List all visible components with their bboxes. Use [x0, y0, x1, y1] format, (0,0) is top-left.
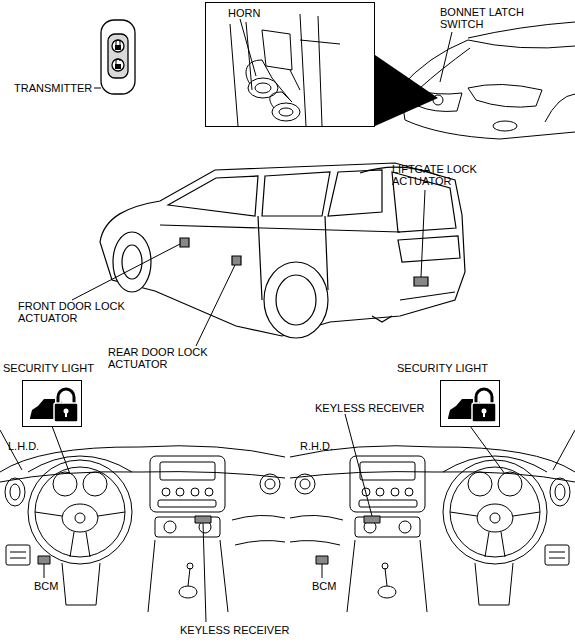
leader-line — [44, 564, 45, 578]
vehicle-drawing — [328, 170, 382, 216]
part-label: LIFTGATE LOCK ACTUATOR — [392, 163, 482, 187]
vehicle-drawing — [180, 238, 189, 247]
transmitter-drawing — [108, 34, 128, 78]
node-label: HORN — [228, 7, 260, 19]
vehicle-drawing — [398, 236, 460, 262]
car-front-drawing — [400, 22, 575, 139]
vehicle-drawing — [276, 275, 316, 325]
transmitter-drawing — [94, 88, 101, 89]
horn-drawing — [279, 108, 293, 116]
bcm-unit — [38, 556, 50, 564]
horn-drawing — [255, 83, 271, 93]
vehicle-drawing — [168, 176, 258, 216]
horn-drawing — [272, 103, 300, 121]
car-front-drawing — [414, 90, 462, 111]
horn-drawing — [270, 92, 292, 108]
vehicle-drawing — [100, 163, 465, 338]
car-front-drawing — [468, 22, 575, 38]
node-label: SECURITY LIGHT — [397, 362, 488, 374]
car-front-drawing — [545, 94, 575, 122]
horn-drawing — [248, 78, 278, 98]
leader-line — [44, 414, 505, 622]
bcm-unit — [316, 556, 328, 564]
car-front-drawing — [400, 40, 468, 88]
leader-line — [72, 190, 425, 346]
node-label: SECURITY LIGHT — [3, 362, 94, 374]
horn-drawing — [262, 30, 292, 70]
leader-line — [322, 564, 323, 578]
part-label: FRONT DOOR LOCK ACTUATOR — [18, 300, 136, 324]
car-front-drawing — [468, 40, 575, 48]
variant-label: L.H.D. — [8, 440, 39, 452]
rhd-dashboard — [290, 430, 575, 612]
leader-line — [203, 523, 206, 622]
transmitter-drawing — [116, 40, 120, 45]
part-label: TRANSMITTER — [14, 82, 92, 94]
horn-drawing — [230, 14, 340, 126]
indicator-inset: SECURITY LIGHT — [22, 380, 82, 427]
vehicle-drawing — [122, 245, 142, 279]
car-front-drawing — [400, 88, 575, 139]
leader-line — [52, 426, 70, 474]
part-label: BONNET LATCH SWITCH — [440, 6, 532, 30]
horn-drawing — [300, 14, 340, 126]
part-label: KEYLESS RECEIVER — [315, 402, 424, 414]
vehicle-drawing — [160, 225, 400, 232]
vehicle-drawing — [232, 256, 241, 265]
leader-line — [345, 414, 372, 516]
leader-line — [196, 265, 235, 346]
transmitter-drawing — [116, 59, 120, 64]
horn-drawing — [240, 19, 256, 76]
transmitter-drawing — [94, 20, 135, 94]
car-front-drawing — [440, 32, 452, 82]
vehicle-drawing — [414, 277, 428, 286]
lhd-dashboard — [0, 430, 285, 612]
part-label: BCM — [34, 580, 58, 592]
car-front-drawing — [433, 95, 443, 105]
transmitter-drawing — [101, 20, 135, 94]
car-front-drawing — [468, 84, 542, 107]
part-label: BCM — [312, 580, 336, 592]
vehicle-drawing — [372, 292, 455, 322]
vehicle-drawing — [262, 172, 330, 216]
transmitter-drawing — [112, 59, 124, 71]
security-light-icon — [448, 389, 496, 422]
indicator-inset: SECURITY LIGHT — [440, 380, 500, 427]
horn-drawing — [272, 70, 300, 100]
zoom-wedge — [375, 55, 438, 126]
part-label: REAR DOOR LOCK ACTUATOR — [108, 346, 228, 370]
transmitter-drawing — [115, 45, 121, 50]
bcm-unit — [38, 556, 328, 564]
transmitter-drawing — [112, 40, 124, 52]
part-label: KEYLESS RECEIVER — [180, 624, 289, 636]
inset-box: HORN — [205, 2, 375, 127]
horn-drawing — [246, 60, 272, 84]
leader-line — [421, 190, 425, 277]
leader-line — [72, 244, 180, 300]
car-front-drawing — [493, 121, 517, 131]
horn-drawing — [230, 22, 252, 126]
security-light-icon — [30, 389, 78, 422]
transmitter-drawing — [115, 64, 121, 69]
variant-label: R.H.D. — [300, 440, 333, 452]
car-front-drawing — [420, 48, 470, 88]
vehicle-drawing — [264, 262, 328, 338]
leader-line — [470, 426, 505, 474]
